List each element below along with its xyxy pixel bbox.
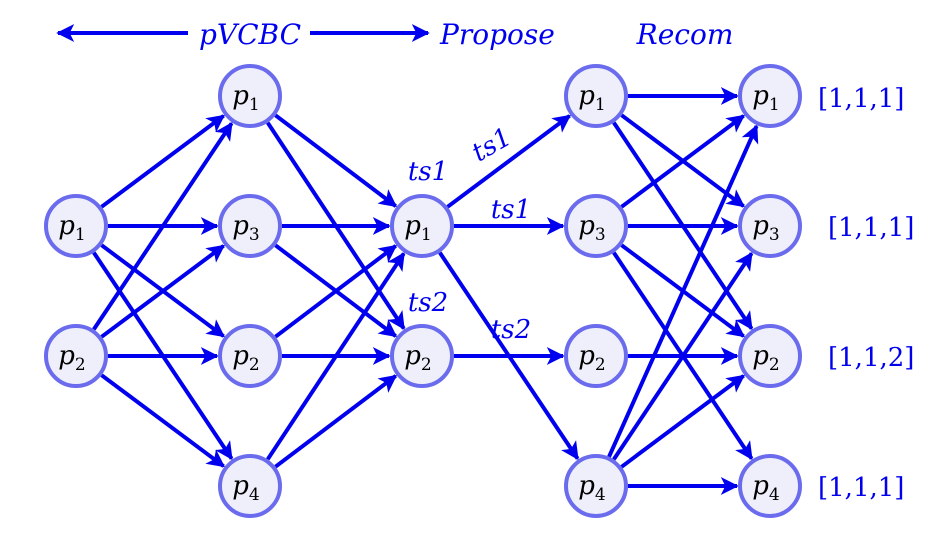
node-circle (218, 64, 282, 128)
node-circle (738, 454, 802, 518)
node-c3b: p3 (564, 194, 628, 258)
edge-label-ts1-horizontal: ts1 (491, 195, 531, 225)
node-c1a: p1 (218, 64, 282, 128)
node-c1d: p4 (218, 454, 282, 518)
edge-c1d-c2a (266, 251, 406, 461)
node-c2b: p2 (390, 324, 454, 388)
edge-label-ts2-diagonal: ts2 (491, 315, 531, 345)
node-circle (738, 324, 802, 388)
edge-label-ts2-node: ts2 (408, 288, 448, 318)
edge-c0b-c1a (92, 121, 234, 331)
edge-c1d-c2b (274, 374, 398, 469)
vector-label-p4: [1,1,1] (818, 473, 904, 503)
node-circle (564, 64, 628, 128)
node-circle (390, 194, 454, 258)
node-c3a: p1 (564, 64, 628, 128)
vector-label-p1: [1,1,1] (818, 84, 904, 114)
node-c4b: p3 (738, 194, 802, 258)
node-c2a: p1 (390, 194, 454, 258)
edge-c3b-c4a (620, 114, 746, 209)
node-c4c: p2 (738, 324, 802, 388)
edge-c1c-c2a (274, 244, 398, 339)
node-circle (44, 324, 108, 388)
edge-c0b-c1b (100, 244, 226, 339)
edge-c2a-c3a (446, 114, 572, 209)
node-c4a: p1 (738, 64, 802, 128)
edge-c3d-c4a (607, 124, 759, 458)
node-circle (218, 194, 282, 258)
node-circle (218, 454, 282, 518)
node-c0a: p1 (44, 194, 108, 258)
node-c0b: p2 (44, 324, 108, 388)
node-c3c: p2 (564, 324, 628, 388)
node-circle (564, 194, 628, 258)
node-circle (564, 324, 628, 388)
edge-label-ts1-node: ts1 (408, 157, 448, 187)
header-pvcbc: pVCBC (199, 18, 301, 51)
edge-c0b-c1d (100, 373, 226, 468)
edge-c3d-c4c (620, 374, 746, 469)
node-circle (218, 324, 282, 388)
node-c4d: p4 (738, 454, 802, 518)
edges-layer (92, 87, 759, 495)
node-circle (564, 454, 628, 518)
vector-label-p3: [1,1,1] (828, 213, 914, 243)
edge-c0a-c1a (100, 114, 226, 209)
header-recom: Recom (636, 18, 734, 51)
vector-label-p2: [1,1,2] (828, 343, 914, 373)
node-circle (390, 324, 454, 388)
node-c1c: p2 (218, 324, 282, 388)
edge-c1a-c2a (274, 113, 398, 208)
edge-c3d-c4b (612, 251, 754, 461)
node-circle (738, 194, 802, 258)
node-c3d: p4 (564, 454, 628, 518)
node-circle (738, 64, 802, 128)
node-circle (44, 194, 108, 258)
node-c1b: p3 (218, 194, 282, 258)
nodes-layer: p1 p2 p1 p3 p2 p4 p1 p2 p1 p3 p2 p4 p1 p3 p2 p4 (44, 64, 802, 518)
header-propose: Propose (439, 18, 555, 51)
